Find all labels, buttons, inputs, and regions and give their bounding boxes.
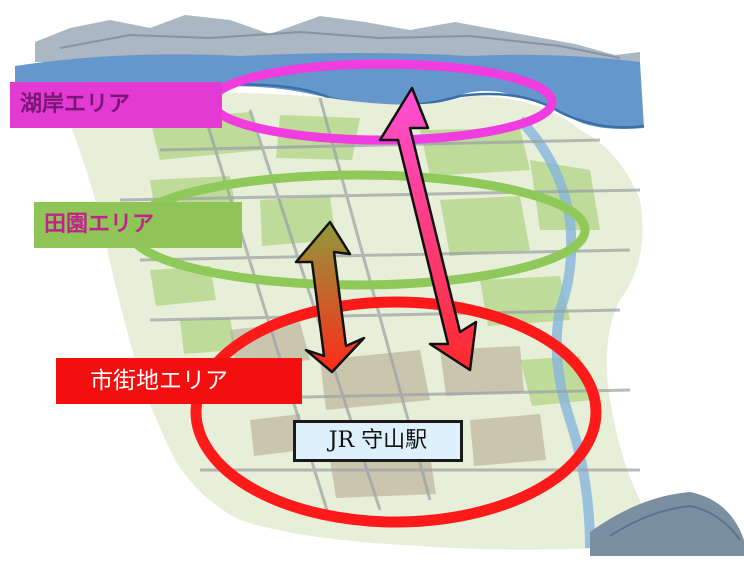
urban-area-label: 市街地エリア [56, 358, 302, 404]
station-label: JR 守山駅 [293, 420, 463, 462]
hill [590, 492, 744, 556]
mountain-range [35, 15, 640, 62]
lakeshore-area-label: 湖岸エリア [10, 82, 222, 128]
double-arrow-long [378, 86, 478, 372]
rural-area-label: 田園エリア [34, 202, 242, 248]
urban-ring [190, 296, 602, 528]
town [230, 322, 546, 498]
double-arrow-short [294, 220, 366, 374]
